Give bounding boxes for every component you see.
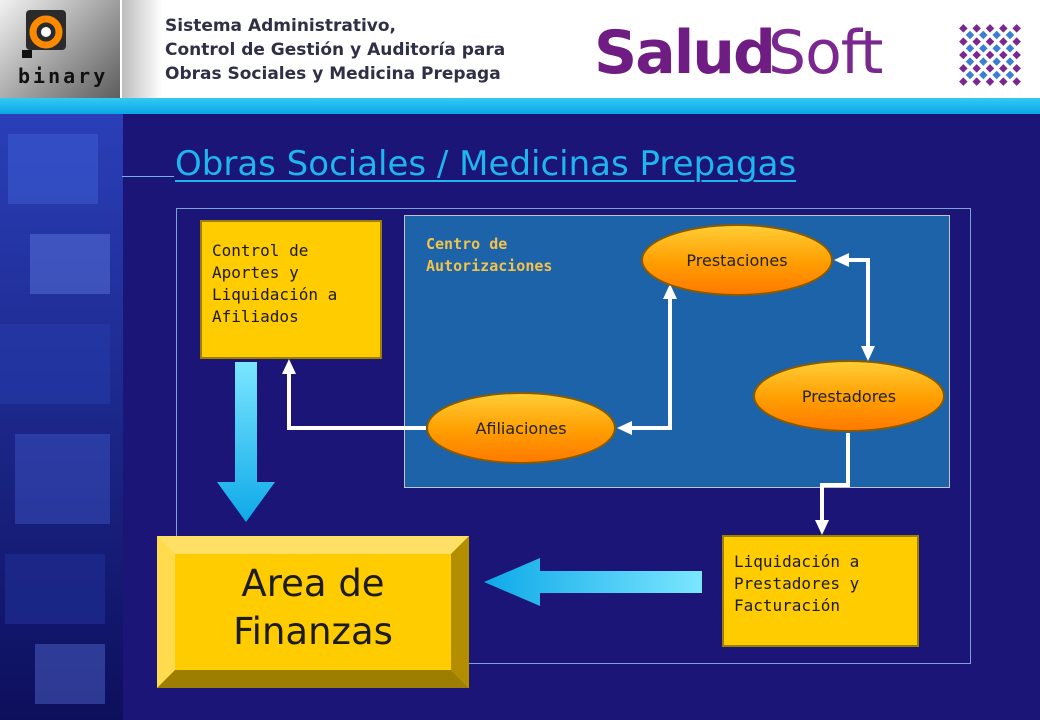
- big-arrow-liquidacion-to-finanzas: [484, 558, 702, 606]
- finanzas-box: [157, 536, 469, 688]
- arrowhead-to-prestadores: [861, 346, 875, 361]
- brand-diamond-icon: [959, 24, 1021, 86]
- binary-logo: [0, 0, 120, 98]
- diagram-frame: [176, 208, 971, 664]
- logo-text: binary: [18, 64, 109, 88]
- connector-prestaciones-prestadores: [848, 258, 870, 348]
- afiliaciones-node: Afiliaciones: [426, 392, 616, 464]
- header-subtitle-line-3: Obras Sociales y Medicina Prepaga: [165, 64, 501, 84]
- brand-name-salud: Salud: [594, 18, 776, 88]
- control-aportes-box: Control de Aportes y Liquidación a Afili…: [200, 220, 382, 359]
- header-subtitle-line-2: Control de Gestión y Auditoría para: [165, 40, 506, 60]
- arrowhead-to-liquidacion: [815, 520, 829, 535]
- page-title: Obras Sociales / Medicinas Prepagas: [175, 144, 797, 184]
- arrowhead-to-control: [282, 359, 296, 374]
- connector-afiliaciones-prestaciones: [630, 297, 672, 430]
- header-bar: [0, 0, 1040, 98]
- header-subtitle-line-1: Sistema Administrativo,: [165, 16, 397, 36]
- header-cyan-strip: [0, 98, 1040, 114]
- brand-name-soft: Soft: [768, 18, 883, 88]
- prestadores-label: Prestadores: [801, 386, 897, 406]
- big-arrow-control-to-finanzas: [217, 362, 275, 522]
- arrowhead-to-prestaciones: [663, 284, 677, 299]
- authorization-center-label: Centro de Autorizaciones: [426, 235, 553, 275]
- prestaciones-label: Prestaciones: [686, 250, 788, 270]
- finanzas-label: Area de Finanzas: [233, 562, 393, 653]
- header-divider: [122, 0, 162, 98]
- binary-logo-icon: [22, 10, 66, 58]
- prestadores-node: Prestadores: [753, 360, 945, 432]
- connector-prestadores-to-liquidacion: [820, 433, 850, 522]
- title-rule: [122, 176, 174, 177]
- connector-afiliaciones-to-control: [287, 372, 426, 430]
- decorative-photo-strip: [0, 114, 123, 720]
- arrowhead-to-afiliaciones: [617, 421, 632, 435]
- arrowhead-to-prestaciones-right: [834, 253, 849, 267]
- afiliaciones-label: Afiliaciones: [475, 418, 567, 438]
- prestaciones-node: Prestaciones: [641, 224, 833, 296]
- liquidacion-prestadores-box: Liquidación a Prestadores y Facturación: [722, 535, 919, 647]
